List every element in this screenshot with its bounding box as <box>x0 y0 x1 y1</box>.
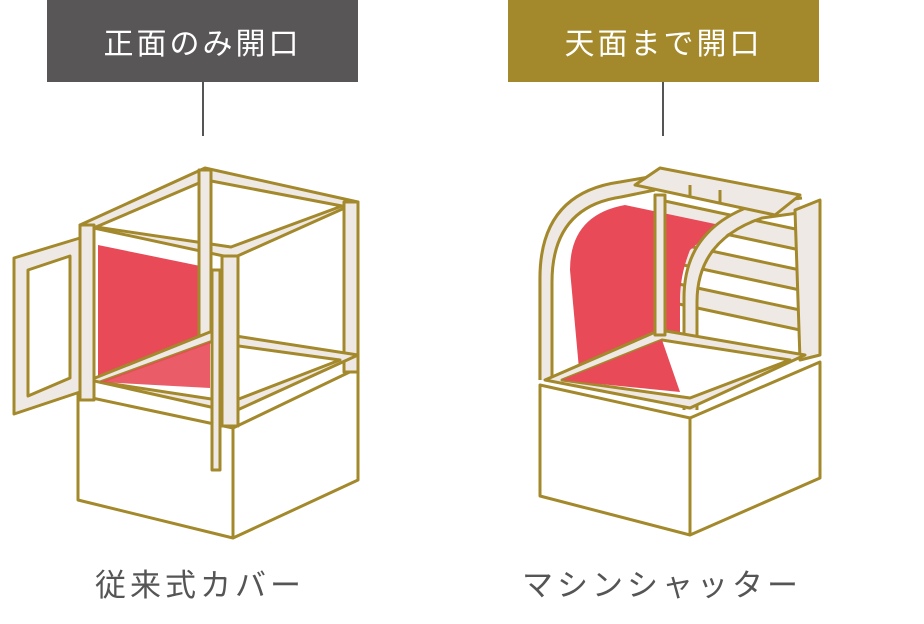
conventional-cover-caption: 従来式カバー <box>95 568 305 604</box>
machine-shutter-caption: マシンシャッター <box>522 568 802 604</box>
right-inner-post <box>653 193 667 337</box>
left-handle-bar <box>210 268 222 472</box>
right-back-post <box>793 198 822 362</box>
left-right-back-post <box>342 200 360 374</box>
conventional-cover-illustration <box>12 166 360 540</box>
top-opening-badge: 天面まで開口 <box>508 0 819 82</box>
left-front-post <box>78 223 96 402</box>
front-only-opening-label: 正面のみ開口 <box>103 27 302 62</box>
top-opening-label: 天面まで開口 <box>564 27 763 62</box>
front-only-opening-badge: 正面のみ開口 <box>47 0 358 82</box>
right-top-rail <box>633 166 802 217</box>
left-front-right-post <box>220 254 240 428</box>
machine-shutter-illustration <box>538 166 822 537</box>
right-opening-highlight <box>570 205 720 390</box>
